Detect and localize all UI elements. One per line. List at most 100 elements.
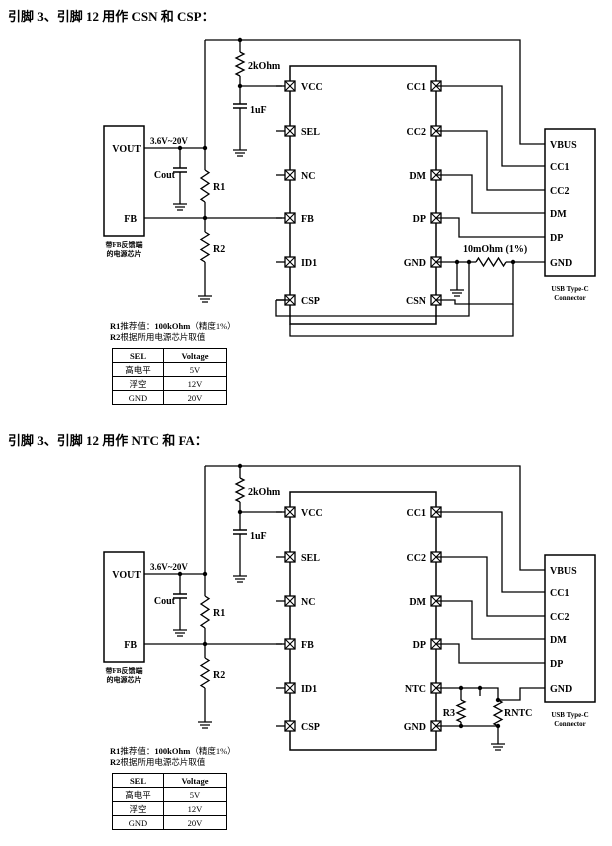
chip-pin-ntc: NTC (405, 684, 426, 695)
table-cell: GND (112, 815, 164, 830)
note-r2: R2根据所用电源芯片取值 (110, 757, 236, 768)
chip-pin-vcc: VCC (301, 508, 323, 519)
pin-cross (284, 125, 296, 137)
note-r1-suffix: （精度1%） (190, 746, 236, 756)
note-r1-prefix: R1 (110, 746, 121, 756)
chip-pin-csp: CSP (301, 296, 320, 307)
chip-pin-id1: ID1 (301, 684, 317, 695)
usb-connector-box (544, 128, 596, 277)
chip-pin-vcc: VCC (301, 82, 323, 93)
chip-pin-sel: SEL (301, 553, 320, 564)
c-top-label: 1uF (250, 105, 267, 116)
wire (436, 217, 545, 238)
wire (436, 174, 545, 214)
c-out (173, 593, 187, 599)
connector-caption: Connector (554, 720, 586, 728)
connector-pin-cc2: CC2 (550, 186, 569, 197)
r-2kohm (234, 477, 246, 503)
chip-pin-gnd: GND (404, 722, 426, 733)
pin-fb-label: FB (124, 214, 137, 225)
connector-pin-cc1: CC1 (550, 162, 569, 173)
pin-cross (284, 256, 296, 268)
table-cell: 20V (163, 390, 227, 405)
table-cell: GND (112, 390, 164, 405)
power-chip-box (103, 551, 145, 663)
r1 (199, 595, 211, 629)
table-header-voltage: Voltage (163, 348, 227, 363)
pin-cross (284, 506, 296, 518)
c-top-label: 1uF (250, 531, 267, 542)
connector-caption: USB Type-C (551, 711, 588, 719)
pin-fb-label: FB (124, 640, 137, 651)
ground-symbol (198, 721, 212, 729)
junction-dot (237, 37, 243, 43)
chip-pin-dp: DP (413, 640, 426, 651)
r-top-label: 2kOhm (248, 61, 281, 72)
table-cell: 高电平 (112, 362, 164, 377)
pin-cross (284, 682, 296, 694)
table-header-row: SEL Voltage (112, 348, 227, 363)
pin-vout-label: VOUT (112, 570, 141, 581)
ground-symbol (173, 203, 187, 211)
chip-pin-cc2: CC2 (407, 553, 426, 564)
r1-label: R1 (213, 608, 225, 619)
connector-pin-cc1: CC1 (550, 588, 569, 599)
table-header-row: SEL Voltage (112, 773, 227, 788)
wire (275, 262, 470, 317)
r2 (199, 231, 211, 263)
connector-pin-dp: DP (550, 659, 563, 670)
r2-label: R2 (213, 244, 225, 255)
connector-pin-dm: DM (550, 635, 567, 646)
chip-pin-fb: FB (301, 214, 314, 225)
r-sense (475, 256, 507, 268)
junction-dot (202, 215, 208, 221)
ground-symbol (198, 295, 212, 303)
c-1uf (233, 103, 247, 109)
junction-dot (495, 723, 501, 729)
wire (480, 687, 499, 700)
rntc-label: RNTC (504, 708, 532, 719)
pin-cross (284, 551, 296, 563)
chip-pin-cc1: CC1 (407, 508, 426, 519)
table-header-voltage: Voltage (163, 773, 227, 788)
note-r1-value: 100kOhm (154, 321, 191, 331)
diagram-2-notes: R1推荐值：100kOhm（精度1%） R2根据所用电源芯片取值 (110, 746, 236, 768)
pin-vout-label: VOUT (112, 144, 141, 155)
connector-pin-vbus: VBUS (550, 566, 577, 577)
wire (436, 130, 545, 191)
note-r1: R1推荐值：100kOhm（精度1%） (110, 321, 236, 332)
connector-caption: USB Type-C (551, 285, 588, 293)
r3-label: R3 (443, 708, 455, 719)
wire (436, 643, 545, 664)
note-r1-suffix: （精度1%） (190, 321, 236, 331)
chip-pin-cc1: CC1 (407, 82, 426, 93)
chip-pin-csp: CSP (301, 722, 320, 733)
power-chip-caption: 带FB反馈端 (106, 240, 143, 249)
note-r1-mid: 推荐值： (120, 746, 155, 756)
connector-pin-vbus: VBUS (550, 140, 577, 151)
main-chip-box (289, 65, 437, 325)
power-chip-caption: 带FB反馈端 (106, 666, 143, 675)
c-out (173, 167, 187, 173)
note-r2-prefix: R2 (110, 332, 121, 342)
table-header-sel: SEL (112, 773, 164, 788)
table-cell: 5V (163, 362, 227, 377)
pin-cross (284, 212, 296, 224)
connector-pin-dp: DP (550, 233, 563, 244)
wire (461, 725, 499, 744)
table-cell: 高电平 (112, 787, 164, 802)
r2 (199, 657, 211, 689)
chip-pin-sel: SEL (301, 127, 320, 138)
chip-pin-id1: ID1 (301, 258, 317, 269)
wire (436, 600, 545, 640)
diagram-2-heading: 引脚 3、引脚 12 用作 NTC 和 FA： (8, 433, 208, 448)
wire (436, 687, 481, 696)
wire (498, 687, 545, 701)
